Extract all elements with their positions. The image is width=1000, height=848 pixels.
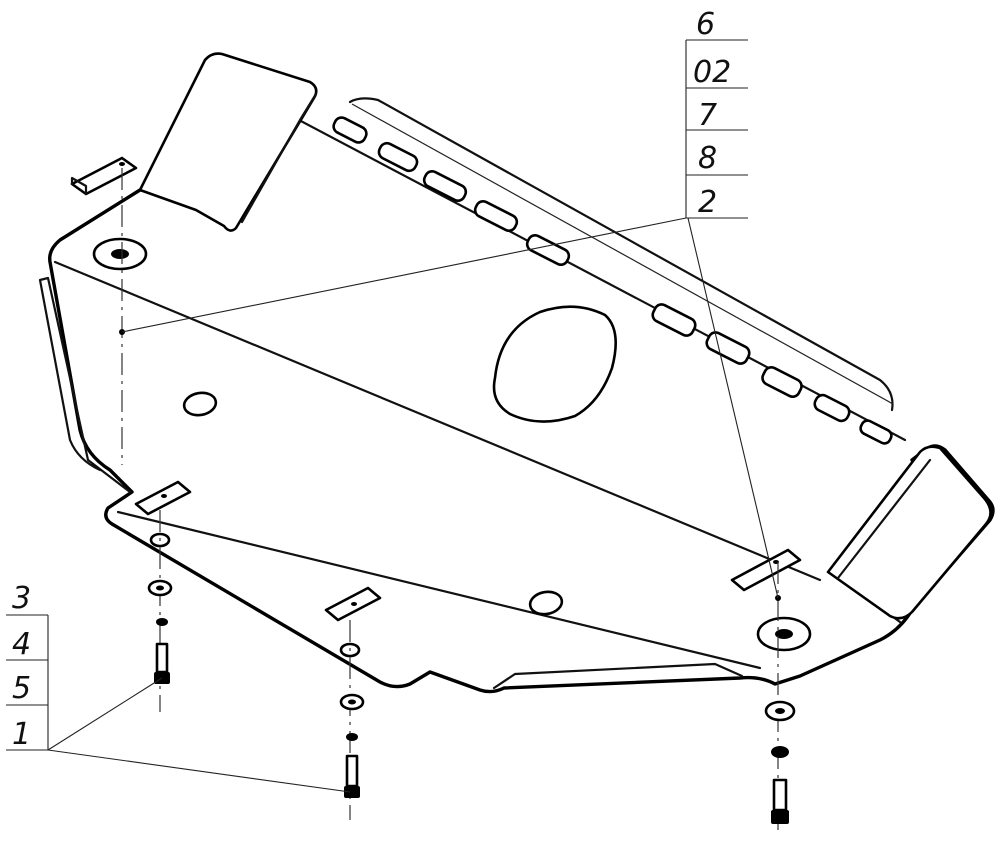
callout-block-right: 6 02 7 8 2 bbox=[121, 7, 779, 599]
fastener-stack-middle bbox=[339, 693, 365, 798]
hole bbox=[528, 590, 564, 616]
drain-opening bbox=[492, 305, 618, 423]
slot bbox=[651, 303, 697, 337]
hole bbox=[182, 391, 218, 417]
left-tab-outline bbox=[138, 52, 318, 232]
callout-02: 02 bbox=[693, 55, 731, 90]
left-tab-fold bbox=[240, 92, 318, 224]
mounting-boss-left bbox=[92, 237, 148, 271]
callout-7: 7 bbox=[698, 98, 717, 133]
slot bbox=[377, 141, 419, 173]
bolt bbox=[345, 754, 359, 788]
fastener-stack-right bbox=[764, 700, 796, 824]
right-tab-outline bbox=[826, 445, 992, 620]
leader-1a bbox=[47, 677, 163, 751]
callout-3: 3 bbox=[12, 581, 31, 616]
callout-8: 8 bbox=[698, 141, 717, 176]
skid-plate bbox=[38, 97, 995, 694]
slot bbox=[473, 199, 519, 233]
lock-washer bbox=[346, 733, 358, 741]
nut-plate bbox=[324, 586, 382, 622]
slot-row bbox=[332, 116, 893, 445]
bolt bbox=[155, 642, 169, 674]
leader-1b bbox=[47, 749, 351, 793]
callout-2: 2 bbox=[698, 185, 717, 220]
plate-top-edge bbox=[348, 97, 894, 412]
callout-block-left: 3 4 5 1 bbox=[6, 581, 351, 793]
slot bbox=[422, 169, 468, 203]
slot bbox=[761, 366, 803, 398]
mounting-boss-right bbox=[756, 616, 812, 652]
fold-line-front bbox=[53, 260, 822, 582]
right-tab-fold bbox=[836, 458, 932, 580]
callout-1: 1 bbox=[12, 717, 31, 752]
right-tab bbox=[826, 445, 992, 620]
slot bbox=[859, 419, 893, 445]
slot bbox=[705, 331, 751, 365]
nut-plate bbox=[730, 548, 802, 592]
fold-line-lower bbox=[116, 510, 762, 670]
front-lip bbox=[492, 662, 744, 690]
bolt-head bbox=[344, 786, 360, 798]
fold-line-rear-inner bbox=[351, 103, 894, 405]
slot bbox=[332, 116, 368, 144]
slot bbox=[813, 393, 851, 423]
plate-outline bbox=[48, 188, 995, 694]
callout-4: 4 bbox=[12, 627, 31, 662]
nut-plate bbox=[134, 480, 192, 516]
left-flange bbox=[38, 276, 132, 494]
leader-6 bbox=[687, 217, 779, 599]
lock-washer bbox=[771, 746, 789, 758]
bolt bbox=[772, 778, 788, 812]
leader-2 bbox=[121, 217, 687, 333]
slot bbox=[525, 233, 571, 267]
callout-6: 6 bbox=[696, 7, 715, 42]
lock-washer bbox=[156, 618, 168, 626]
bolt-head bbox=[771, 810, 789, 824]
nut-plate bbox=[70, 156, 138, 196]
callout-5: 5 bbox=[12, 671, 31, 706]
left-tab bbox=[138, 52, 318, 232]
